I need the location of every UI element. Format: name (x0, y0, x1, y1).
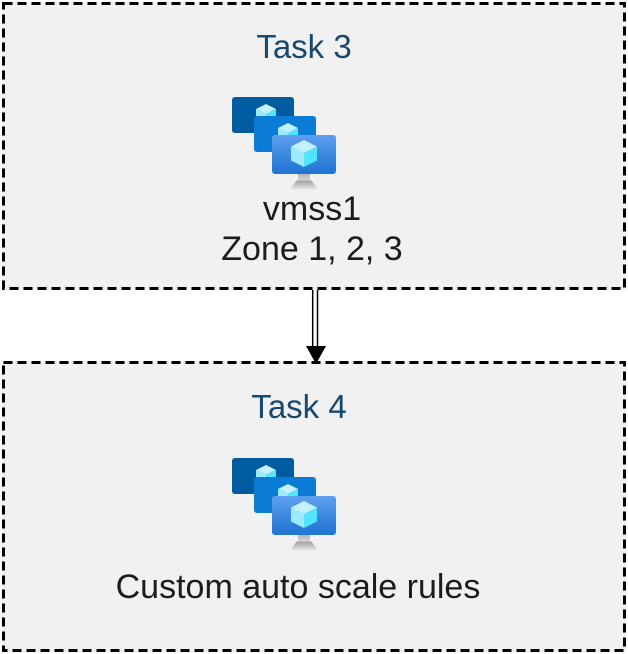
vm-scale-sets-icon (232, 458, 336, 552)
task4-box: Task 4 Custom auto scale rules (2, 361, 626, 652)
task3-caption: vmss1 Zone 1, 2, 3 (0, 189, 624, 269)
task3-box: Task 3 vmss1 Zone 1, 2, 3 (2, 2, 626, 290)
autoscale-rules-label: Custom auto scale rules (115, 568, 481, 606)
task4-title: Task 4 (251, 388, 347, 425)
zones-label: Zone 1, 2, 3 (221, 230, 403, 268)
vmss-name-label: vmss1 (262, 190, 362, 228)
task3-title: Task 3 (256, 28, 352, 65)
vm-scale-sets-icon (232, 97, 336, 191)
flow-arrow-down-icon (306, 290, 326, 364)
task4-caption: Custom auto scale rules (0, 567, 610, 607)
